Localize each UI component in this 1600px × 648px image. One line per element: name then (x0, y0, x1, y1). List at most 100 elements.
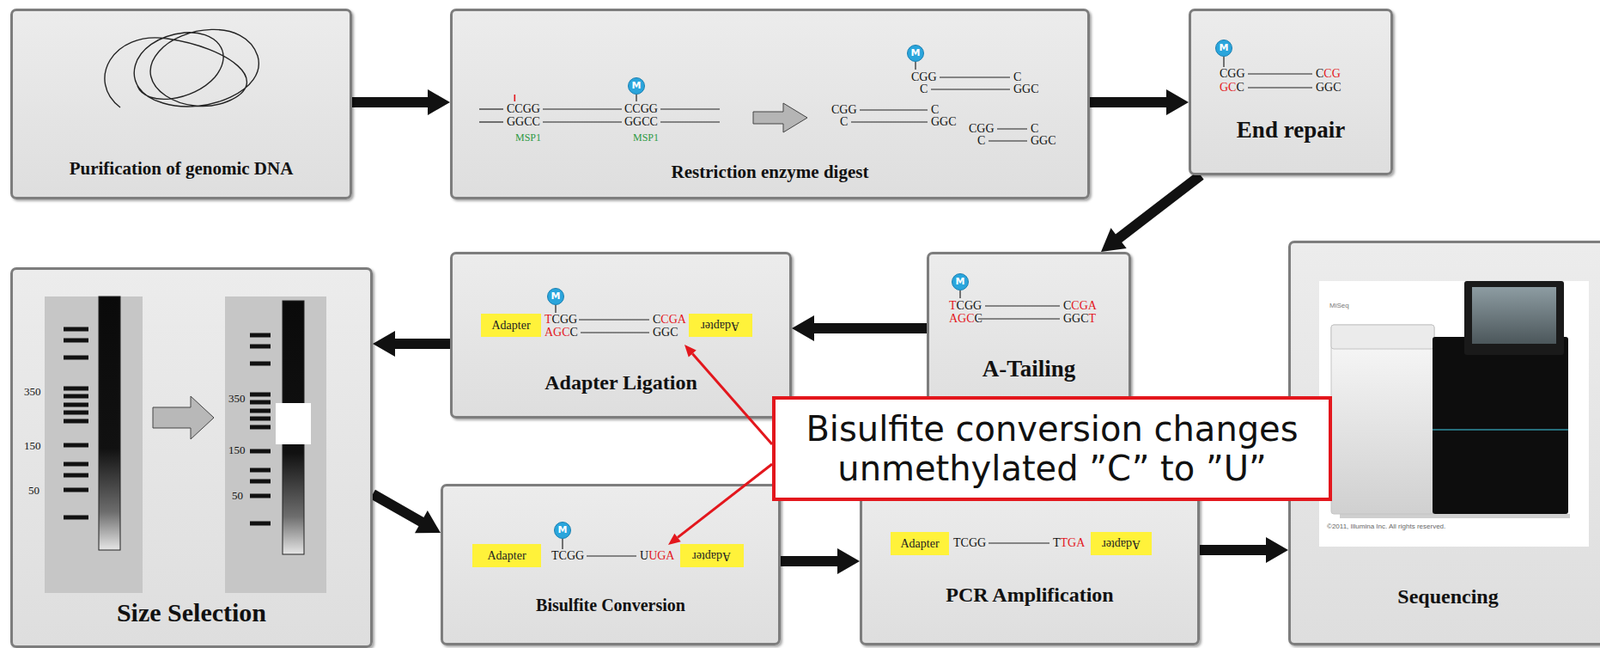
flow-arrow (1101, 170, 1205, 252)
illustration-part (561, 538, 563, 549)
dna-sequence: TGA (1060, 536, 1086, 549)
step-panel: Bisulfite ConversionAdapterMAdapterTCGGU… (440, 483, 781, 645)
dna-sequence: CCGG (506, 103, 541, 116)
methyl-mark: M (553, 521, 572, 539)
dna-sequence: GGC (1030, 134, 1057, 147)
step-panel: SequencingMiSeq©2011, Illumina Inc. All … (1288, 240, 1600, 645)
enzyme-name: MSP1 (515, 132, 542, 143)
ladder-band (63, 386, 89, 391)
ladder-band (249, 493, 271, 499)
illustration-part (939, 76, 1010, 78)
adapter-text: Adapter (1101, 537, 1141, 550)
ladder-size: 50 (28, 484, 40, 496)
illustration-part (513, 94, 516, 102)
dna-sequence: GGCC (506, 115, 541, 128)
ladder-size: 150 (24, 439, 42, 451)
methyl-mark: M (951, 273, 969, 291)
methyl-letter: M (551, 290, 561, 302)
illustration-part (660, 121, 720, 122)
ladder-band (63, 515, 89, 520)
illustration-part (988, 139, 1028, 141)
dna-sequence: C (1315, 67, 1324, 80)
adapter-text: Adapter (700, 319, 740, 332)
dna-sequence: C (839, 115, 848, 128)
step-title: Size Selection (12, 597, 371, 628)
dna-sequence: C (570, 326, 578, 339)
illustration-part (578, 318, 650, 320)
dna-sequence: C (1030, 122, 1039, 135)
ladder-band (249, 468, 271, 473)
illustration-part (1432, 428, 1569, 431)
dna-sequence: GGCC (624, 115, 658, 128)
dna-sequence: U (639, 549, 649, 562)
dna-sequence: TCGG (953, 536, 986, 549)
dna-sequence: GGC (930, 115, 957, 128)
ladder-band (63, 473, 89, 478)
step-panel: A-TailingMTCGGAGCCCCGAGGCT (926, 251, 1132, 419)
dna-sequence: GGC (1063, 312, 1089, 325)
photo-ground (1319, 280, 1589, 547)
adapter-box: Adapter (480, 313, 542, 337)
methyl-mark: M (1215, 39, 1233, 57)
ladder-band (63, 443, 89, 448)
dna-sequence: CGG (956, 299, 983, 312)
ladder-band (63, 402, 89, 408)
ladder-band (249, 361, 271, 366)
step-title: Adapter Ligation (452, 371, 790, 396)
dna-sequence: C (1063, 299, 1071, 312)
process-arrow (152, 395, 214, 439)
ladder-band (249, 333, 271, 338)
illustration-part (988, 541, 1050, 543)
adapter-box: Adapter (680, 543, 744, 567)
flow-arrow (372, 330, 451, 357)
ladder-band (63, 419, 89, 424)
ladder-band (63, 462, 89, 467)
step-title: End repair (1191, 116, 1391, 144)
excised-band (275, 402, 311, 445)
step-illustration (862, 486, 1184, 643)
illustration-part (914, 61, 916, 70)
step-panel: Adapter LigationAdapterMAdapterTCGGAGCCC… (450, 251, 792, 419)
dna-sequence: CGG (552, 313, 578, 326)
ladder-band (249, 408, 271, 414)
dna-sequence: GGC (1315, 81, 1342, 94)
methyl-mark: M (547, 287, 565, 305)
dna-sequence: AGC (949, 312, 975, 325)
dna-sequence: CGG (1219, 67, 1246, 80)
ladder-size: 150 (228, 444, 246, 456)
leader-arrowhead (684, 344, 697, 357)
dna-sequence: C (919, 83, 928, 96)
step-panel: Restriction enzyme digestMMCCGGGGCCMSP1C… (450, 8, 1090, 200)
dna-sequence: C (1235, 81, 1244, 94)
dna-sequence: T (949, 299, 957, 312)
ladder-band (63, 355, 89, 360)
machine-body (1432, 336, 1569, 514)
step-title: PCR Amplification (862, 583, 1198, 608)
machine-monitor (1464, 280, 1564, 355)
gel-lane (98, 296, 121, 550)
adapter-text: Adapter (486, 549, 526, 562)
step-title: Bisulfite Conversion (443, 595, 779, 615)
dna-sequence: T (1052, 536, 1061, 549)
ladder-size: 50 (231, 489, 244, 501)
ladder-band (63, 394, 89, 399)
step-title: Restriction enzyme digest (452, 161, 1088, 183)
illustration-part (542, 121, 622, 122)
dna-sequence: CGG (831, 103, 858, 116)
dna-sequence: CCGG (624, 103, 658, 116)
instrument-model: MiSeq (1329, 302, 1350, 310)
ladder-band (249, 521, 271, 526)
step-title: Purification of genomic DNA (12, 158, 350, 179)
dna-sequence: T (544, 313, 553, 326)
illustration-part (1247, 73, 1313, 74)
illustration-part (930, 88, 1010, 90)
step-illustration (12, 269, 357, 645)
ladder-size: 350 (228, 392, 246, 404)
gel-frame (44, 296, 143, 593)
illustration-part (959, 290, 961, 299)
methyl-letter: M (1219, 42, 1229, 54)
ladder-band (249, 425, 271, 430)
illustration-part (851, 121, 928, 122)
dna-sequence: CG (1323, 67, 1340, 80)
callout-leader (692, 353, 773, 445)
